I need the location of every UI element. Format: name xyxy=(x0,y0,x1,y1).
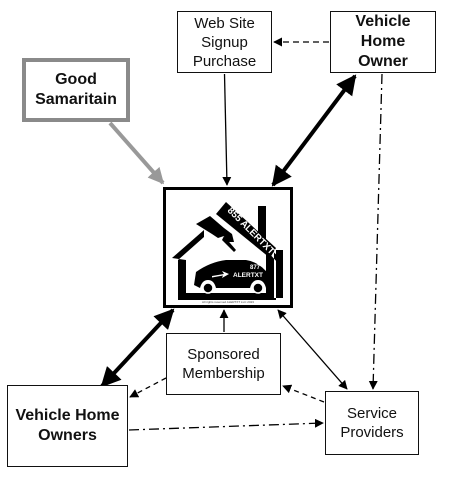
vho-line-2: Home xyxy=(360,33,406,50)
sponsored-line-1: Sponsored xyxy=(187,346,260,363)
alertxt-logo: 855 ALERTXT 877 ALERTXT All rights reser… xyxy=(172,202,283,304)
owners-line-2: Owners xyxy=(38,427,97,444)
service-line-2: Providers xyxy=(340,424,404,441)
car-icon xyxy=(194,260,272,288)
vho-line-1: Vehicle xyxy=(355,13,411,30)
samaritan-line-1: Good xyxy=(55,71,97,88)
edge-service-to-sponsored xyxy=(282,384,325,403)
vehicle-home-owner-node: Vehicle Home Owner xyxy=(330,11,436,73)
house-icon xyxy=(172,206,283,300)
owners-line-1: Vehicle Home xyxy=(15,407,120,424)
sponsored-line-2: Membership xyxy=(182,365,265,382)
edge-owners-to-service xyxy=(128,418,324,431)
edge-website-to-center xyxy=(222,73,232,186)
edge-vho-to-service xyxy=(368,73,383,390)
service-providers-node: Service Providers xyxy=(325,391,419,455)
samaritan-line-2: Samaritain xyxy=(35,91,117,108)
hand-finger xyxy=(222,236,236,252)
arrow-icon xyxy=(212,271,229,278)
edge-samaritan-to-center xyxy=(108,121,165,185)
alertxt-logo-node: 855 ALERTXT 877 ALERTXT All rights reser… xyxy=(163,187,293,308)
website-line-2: Signup xyxy=(201,33,248,51)
edge-sponsored-to-owners xyxy=(129,377,167,398)
vehicle-home-owners-node: Vehicle Home Owners xyxy=(7,385,128,467)
good-samaritan-node: Good Samaritain xyxy=(22,58,130,122)
website-signup-node: Web Site Signup Purchase xyxy=(177,11,272,73)
sponsored-membership-node: Sponsored Membership xyxy=(166,333,281,395)
edge-owners-center-bidirectional xyxy=(100,308,175,388)
website-line-3: Purchase xyxy=(192,52,257,70)
service-line-1: Service xyxy=(346,405,398,422)
car-wheel-front xyxy=(202,282,214,294)
vho-line-3: Owner xyxy=(358,53,408,70)
website-line-1: Web Site xyxy=(194,14,255,32)
logo-phone-2-word: ALERTXT xyxy=(233,272,263,279)
edge-center-service-bidirectional xyxy=(277,309,348,390)
hand-icon xyxy=(196,216,234,242)
edge-vho-center-bidirectional xyxy=(271,74,357,187)
car-wheel-rear xyxy=(252,282,264,294)
logo-copyright: All rights reserved ALERTXT LLC 2023 xyxy=(202,300,254,304)
logo-phone-2-number: 877 xyxy=(250,265,261,271)
roof-band xyxy=(216,202,276,258)
